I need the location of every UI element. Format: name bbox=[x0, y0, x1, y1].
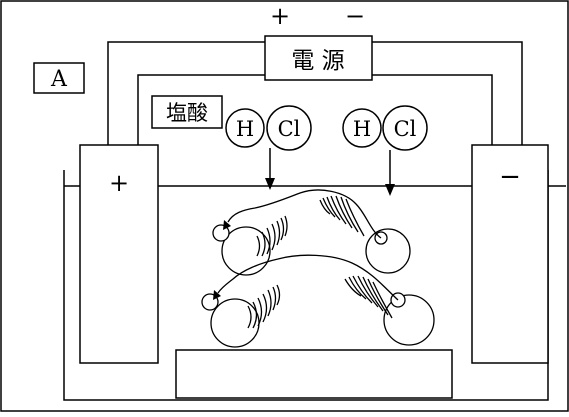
arrow-down-icon bbox=[385, 184, 395, 196]
left-electrode bbox=[79, 144, 159, 364]
arrow-down-icon bbox=[265, 178, 275, 190]
wire-outer-left bbox=[107, 41, 265, 145]
hydrogen-atom-1 bbox=[225, 108, 265, 148]
label-a: A bbox=[50, 67, 68, 92]
chlorine-atom-1 bbox=[266, 105, 312, 151]
ion-circle-2 bbox=[365, 228, 411, 274]
solution-label-box bbox=[151, 95, 223, 129]
answer-box bbox=[175, 349, 453, 399]
migration-path-2 bbox=[217, 254, 399, 301]
arrow-left-icon bbox=[213, 290, 221, 300]
ion-circle-3 bbox=[210, 298, 260, 348]
hydrogen-atom-2 bbox=[342, 108, 382, 148]
ion-migration-upper bbox=[212, 189, 411, 276]
wire-outer-right bbox=[372, 41, 523, 145]
power-plus-sign: + bbox=[270, 2, 290, 30]
right-electrode-sign: − bbox=[499, 162, 521, 192]
arrow-left-icon bbox=[223, 220, 231, 230]
label-a-box bbox=[33, 62, 85, 94]
right-electrode bbox=[471, 144, 549, 364]
migration-path-1 bbox=[227, 189, 382, 239]
power-supply-label: 電 源 bbox=[291, 48, 344, 74]
power-supply-box bbox=[264, 35, 373, 81]
chlorine-symbol-2: Cl bbox=[394, 117, 417, 141]
hcl-molecule-2: H Cl bbox=[342, 105, 428, 151]
solution-label: 塩酸 bbox=[166, 101, 208, 125]
wire-inner-left bbox=[137, 74, 265, 145]
chlorine-atom-2 bbox=[382, 105, 428, 151]
ion-migration-lower bbox=[201, 254, 435, 348]
chlorine-symbol-1: Cl bbox=[278, 117, 301, 141]
hydration-lines-4 bbox=[344, 275, 393, 319]
dissolve-arrows bbox=[265, 148, 395, 196]
hydrogen-symbol-2: H bbox=[353, 117, 371, 141]
hydrogen-symbol-1: H bbox=[236, 117, 254, 141]
hydration-lines-2 bbox=[319, 195, 365, 237]
hydration-lines-3 bbox=[247, 284, 281, 329]
hydration-lines-1 bbox=[256, 215, 288, 257]
power-minus-sign: − bbox=[345, 2, 365, 30]
wire-inner-right bbox=[372, 74, 493, 145]
power-wires bbox=[107, 41, 523, 145]
left-electrode-sign: + bbox=[109, 169, 129, 197]
hcl-molecule-1: H Cl bbox=[225, 105, 312, 151]
